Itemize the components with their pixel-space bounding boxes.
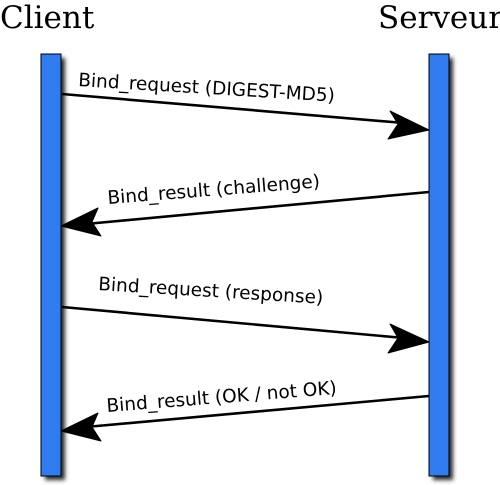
message-3-arrowhead	[387, 323, 430, 354]
message-4-arrow-line	[85, 394, 430, 429]
message-3-arrow-line	[61, 305, 405, 340]
client-actor-label: Client	[0, 0, 95, 36]
message-2-arrowhead	[60, 207, 102, 237]
message-2-arrow-line	[85, 190, 430, 226]
server-lifeline	[428, 53, 453, 480]
message-4-arrowhead	[60, 412, 102, 442]
message-2: Bind_result (challenge)	[60, 171, 430, 237]
message-4-label: Bind_result (OK / not OK)	[106, 378, 338, 417]
message-1-arrow-line	[61, 92, 405, 125]
message-3-label: Bind_request (response)	[98, 274, 324, 309]
message-4: Bind_result (OK / not OK)	[60, 378, 430, 442]
message-2-label: Bind_result (challenge)	[107, 171, 321, 209]
message-1-label: Bind_request (DIGEST-MD5)	[78, 70, 336, 107]
message-1-arrowhead	[387, 110, 430, 140]
server-actor-label: Serveur	[378, 0, 500, 36]
message-3: Bind_request (response)	[61, 274, 430, 354]
client-lifeline	[40, 53, 65, 480]
message-1: Bind_request (DIGEST-MD5)	[61, 70, 430, 140]
